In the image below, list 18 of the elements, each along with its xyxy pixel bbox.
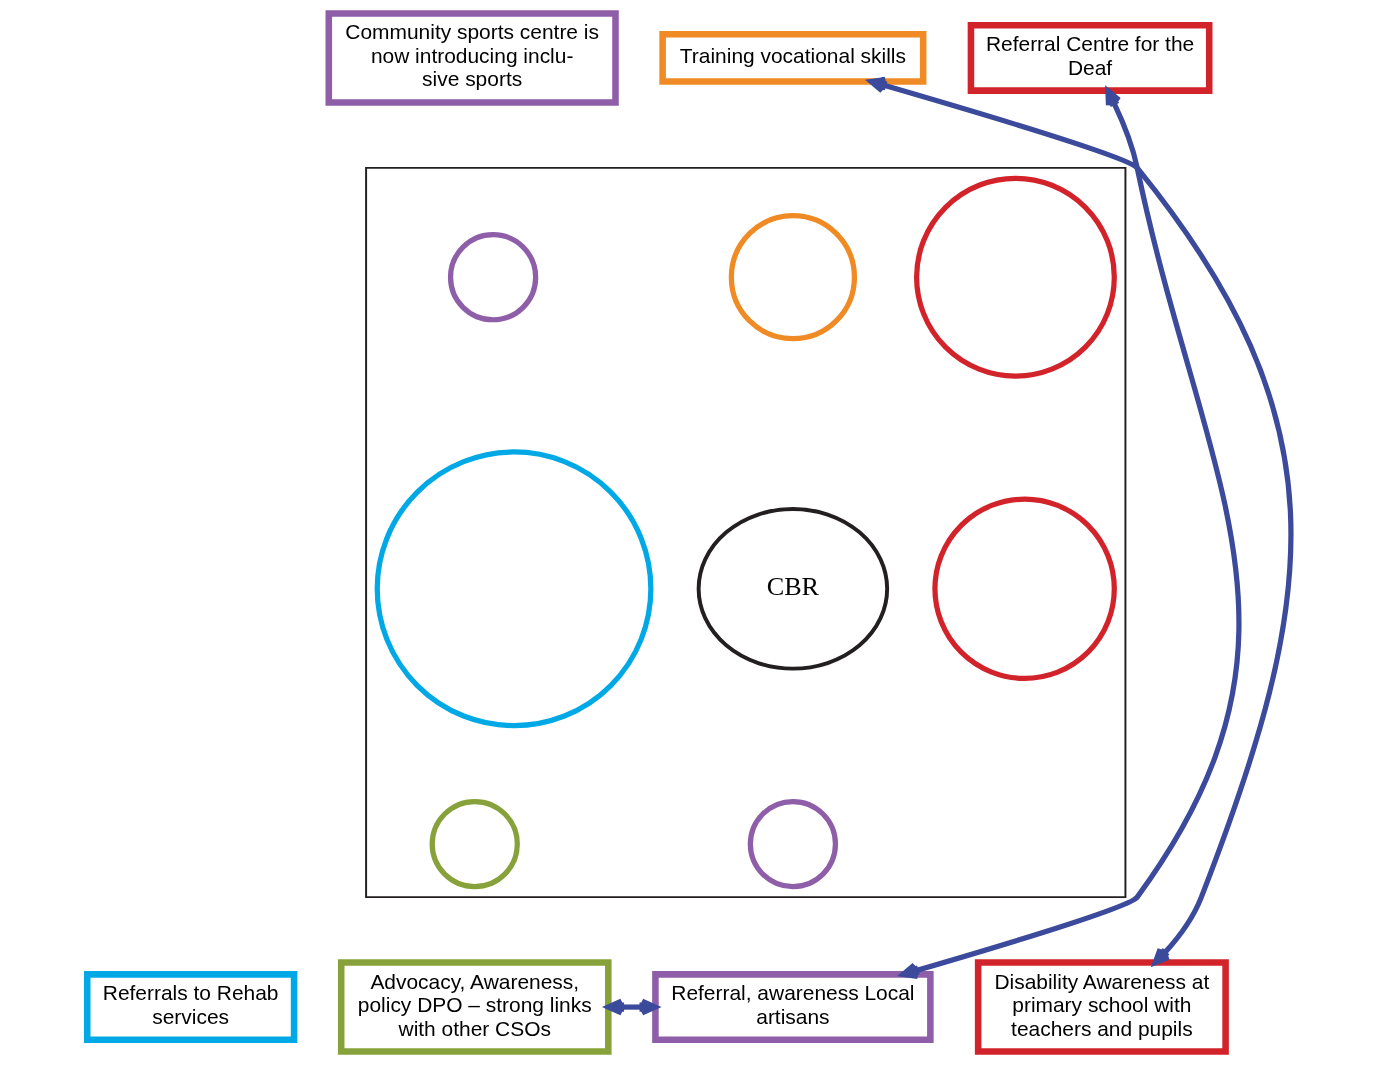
arrow <box>899 87 1241 979</box>
node-box: Community sports centre is now introducing inclu- sive sports <box>325 10 619 106</box>
node-box: Advocacy, Awareness, policy DPO – strong links with other CSOs <box>337 959 612 1055</box>
node-ellipse: CBR <box>696 506 889 671</box>
node-circle <box>913 175 1117 379</box>
node-circle <box>447 232 538 323</box>
node-box: Referral Centre for the Deaf <box>967 21 1212 94</box>
cluster <box>364 166 1126 899</box>
node-circle <box>931 496 1117 682</box>
node-circle <box>728 213 857 342</box>
node-circle <box>429 798 520 890</box>
node-box: Training vocational skills <box>658 31 926 85</box>
node-box: Referrals to Rehab services <box>83 971 297 1044</box>
node-circle <box>374 449 653 729</box>
arrow <box>867 76 1293 966</box>
node-box: Disability Awareness at primary school with teachers and pupils <box>974 959 1229 1055</box>
node-circle <box>747 798 838 890</box>
node-box: Referral, awareness Local artisans <box>651 971 934 1044</box>
